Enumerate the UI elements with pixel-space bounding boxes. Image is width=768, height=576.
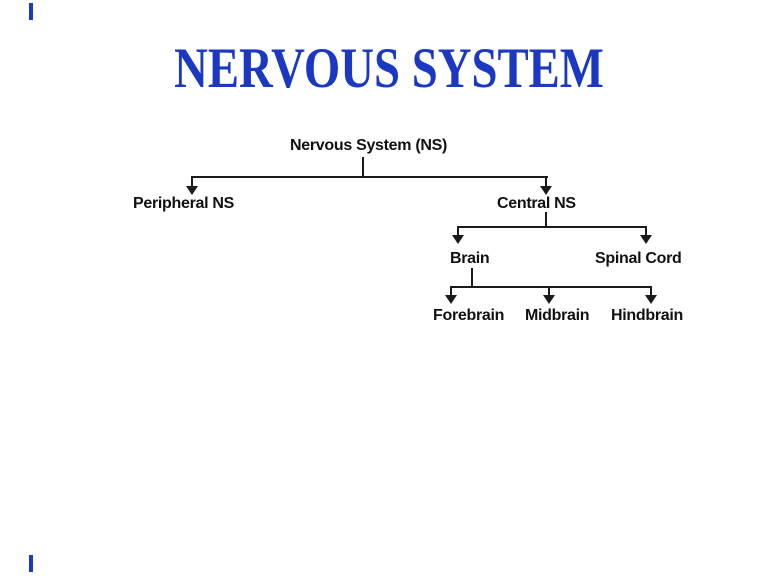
node-label-nervous-system: Nervous System (NS) [290,137,448,154]
connector-root-stem [362,157,364,177]
edge-mark-bottom [29,555,33,572]
edge-mark-top [29,3,33,20]
node-label-spinal-cord: Spinal Cord [595,250,682,267]
connector-central-stem [545,212,547,227]
connector-to-midbrain [548,286,550,296]
arrowhead-peripheral [186,186,198,195]
node-label-hindbrain: Hindbrain [611,307,683,324]
node-label-midbrain: Midbrain [525,307,590,324]
arrowhead-hindbrain [645,295,657,304]
connector-to-central [545,176,547,187]
arrowhead-forebrain [445,295,457,304]
connector-level2-crossbar [457,226,647,228]
node-label-forebrain: Forebrain [433,307,505,324]
connector-to-brain [457,226,459,236]
arrowhead-spinal-cord [640,235,652,244]
node-label-peripheral-ns: Peripheral NS [133,195,235,212]
arrowhead-brain [452,235,464,244]
connector-level3-crossbar [450,286,652,288]
connector-to-hindbrain [650,286,652,296]
arrowhead-midbrain [543,295,555,304]
connector-to-spinal-cord [645,226,647,236]
connector-to-peripheral [191,176,193,187]
connector-level1-crossbar [191,176,548,178]
connector-to-forebrain [450,286,452,296]
connector-brain-stem [471,268,473,287]
node-label-central-ns: Central NS [497,195,576,212]
arrowhead-central [540,186,552,195]
slide-title: NERVOUS SYSTEM [174,37,604,100]
node-label-brain: Brain [450,250,490,267]
